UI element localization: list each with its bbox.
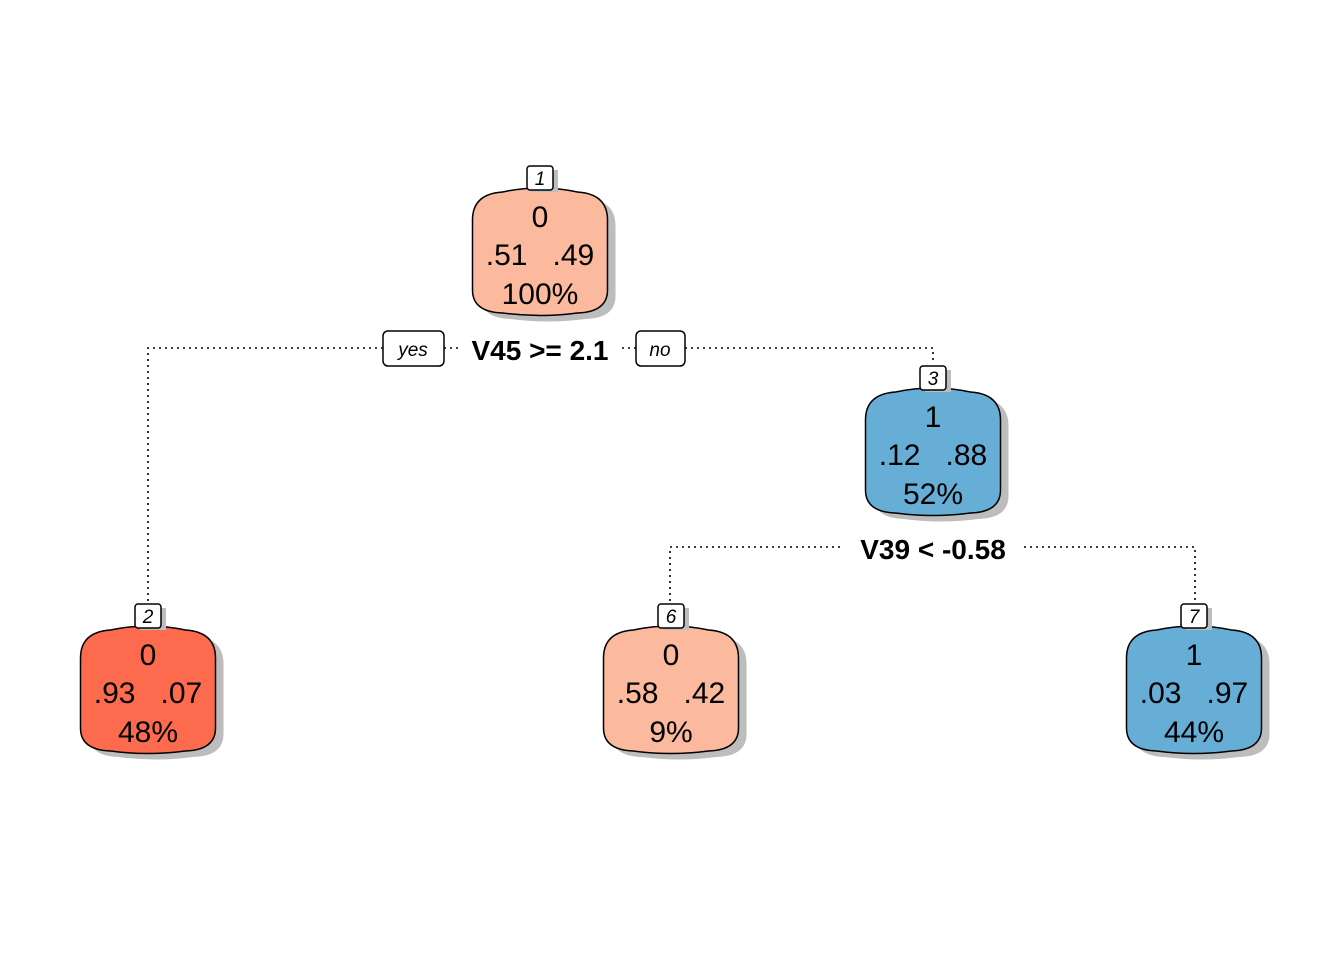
tree-node-7: 7 1 .03 .97 44% (1125, 603, 1270, 760)
node-id-box (657, 603, 685, 629)
node-id-box (526, 165, 554, 191)
split-rule-node-3: V39 < -0.58 (860, 534, 1006, 565)
edge-3-6 (669, 546, 840, 603)
node-id: 1 (535, 169, 546, 190)
node-id: 3 (928, 369, 939, 390)
node-probs: .93 .07 (94, 677, 202, 710)
node-id-box (1180, 603, 1208, 629)
edge-1-2 (147, 347, 383, 604)
node-probs: .51 .49 (486, 239, 594, 272)
split-rule-node-1: V45 >= 2.1 (471, 335, 608, 366)
node-box (471, 187, 609, 317)
node-box (864, 387, 1002, 517)
node-percent: 9% (649, 716, 692, 749)
node-id: 7 (1189, 607, 1201, 628)
node-box (79, 625, 217, 755)
tree-node-2: 2 0 .93 .07 48% (79, 603, 224, 760)
node-probs: .58 .42 (617, 677, 725, 710)
node-probs: .03 .97 (1140, 677, 1248, 710)
node-class: 1 (925, 401, 942, 434)
yes-label: yes (396, 340, 428, 361)
node-percent: 52% (903, 478, 963, 511)
node-percent: 100% (502, 278, 579, 311)
node-class: 0 (532, 201, 549, 234)
edge-1-3 (685, 347, 934, 364)
yes-label-box (382, 330, 445, 367)
node-box (1125, 625, 1263, 755)
no-label-box (635, 330, 686, 367)
node-box (602, 625, 740, 755)
node-class: 0 (663, 639, 680, 672)
node-class: 0 (140, 639, 157, 672)
tree-edges (147, 347, 1196, 604)
node-id: 6 (666, 607, 677, 628)
tree-node-3: 3 1 .12 .88 52% (864, 365, 1009, 522)
node-id-box (134, 603, 162, 629)
node-class: 1 (1186, 639, 1203, 672)
node-percent: 44% (1164, 716, 1224, 749)
edge-3-7 (1024, 546, 1196, 603)
no-label: no (649, 340, 670, 361)
node-percent: 48% (118, 716, 178, 749)
node-probs: .12 .88 (879, 439, 987, 472)
node-id: 2 (142, 607, 154, 628)
tree-node-6: 6 0 .58 .42 9% (602, 603, 747, 760)
node-id-box (919, 365, 947, 391)
tree-node-1: 1 0 .51 .49 100% (471, 165, 616, 322)
